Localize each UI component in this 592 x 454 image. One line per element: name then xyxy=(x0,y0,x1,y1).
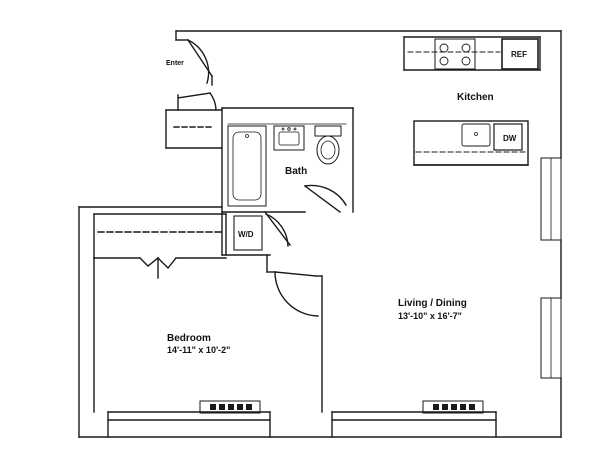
bottom-windows xyxy=(107,411,497,438)
enter-label: Enter xyxy=(166,60,184,67)
bedroom-label: Bedroom xyxy=(167,333,211,344)
washer-dryer-closet xyxy=(221,211,291,256)
bathtub xyxy=(227,125,267,207)
toilet xyxy=(314,125,342,165)
kitchen-counters xyxy=(403,36,541,166)
living-heater xyxy=(422,400,484,414)
bedroom-heater xyxy=(199,400,261,414)
bath-label: Bath xyxy=(285,166,307,177)
ref-label: REF xyxy=(511,50,527,59)
dw-label: DW xyxy=(503,134,517,143)
bedroom-dimensions: 14'-11" x 10'-2" xyxy=(167,345,230,355)
bedroom-walls xyxy=(93,213,323,413)
wd-label: W/D xyxy=(238,230,254,239)
bath-sink xyxy=(273,125,305,151)
bathroom-walls xyxy=(221,107,354,213)
entry-walls xyxy=(165,39,223,149)
outer-walls xyxy=(78,30,562,438)
kitchen-label: Kitchen xyxy=(457,92,494,103)
right-windows xyxy=(540,157,562,379)
living-dining-dimensions: 13'-10" x 16'-7" xyxy=(398,311,462,321)
living-dining-label: Living / Dining xyxy=(398,298,467,309)
